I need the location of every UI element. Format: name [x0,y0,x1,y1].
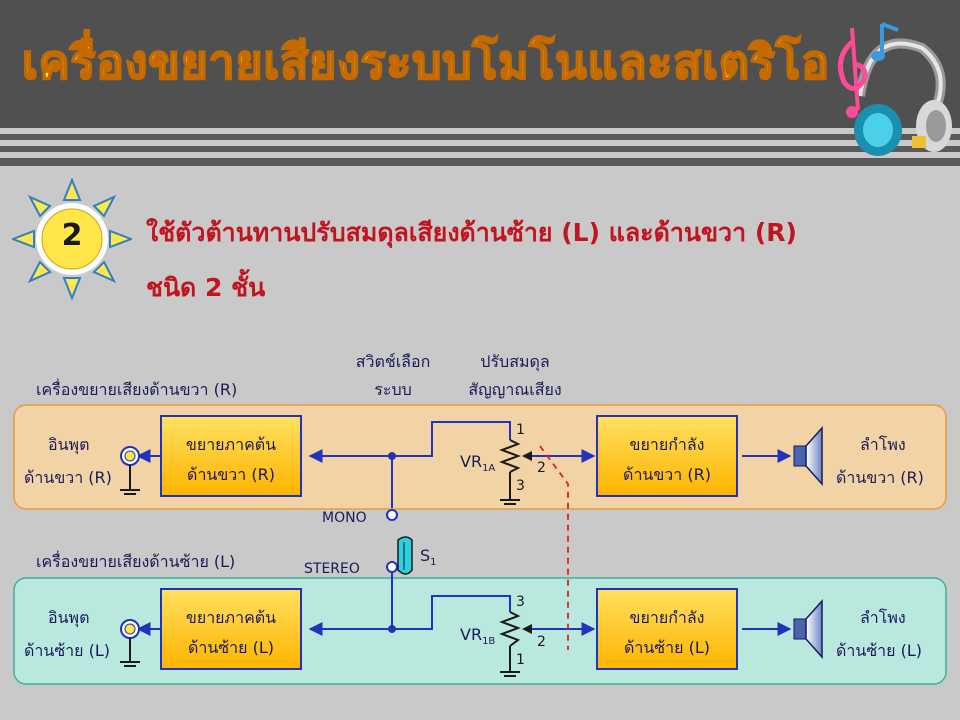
input-jack-icon [120,619,140,667]
right-speaker-label-2: ด้านขวา (R) [836,468,924,487]
right-preamp-block: ขยายภาคต้น ด้านขวา (R) [160,415,302,497]
right-vr-pin-top: 1 [516,422,525,438]
headphones-icon [837,22,952,156]
music-note-icon [837,22,899,118]
mono-label: MONO [322,510,367,526]
potentiometer-icon [499,439,521,505]
gang-link [539,445,569,650]
right-power-label-1: ขยายกำลัง [629,435,705,454]
switch-s1-icon [397,536,413,575]
heading-line-1: ใช้ตัวต้านทานปรับสมดุลเสียงด้านซ้าย (L) … [146,218,797,247]
left-vr-pin-bottom: 1 [516,652,525,668]
header-stripe [0,134,960,140]
left-vr-pin-top: 3 [516,594,525,610]
left-preamp-block: ขยายภาคต้น ด้านซ้าย (L) [160,588,302,670]
speaker-icon [793,426,823,486]
left-panel-label: เครื่องขยายเสียงด้านซ้าย (L) [36,552,236,571]
input-jack-icon [120,446,140,495]
switch-s1-label: S1 [420,546,437,569]
right-power-amp-block: ขยายกำลัง ด้านขวา (R) [596,415,738,497]
switch-label-2: ระบบ [374,380,412,399]
stereo-label: STEREO [304,561,360,577]
heading-line-2: ชนิด 2 ชั้น [146,273,266,302]
sun-badge-icon [12,178,132,300]
slide-title: เครื่องขยายเสียงระบบโมโนและสเตริโอ [21,34,830,90]
right-preamp-label-1: ขยายภาคต้น [185,435,277,454]
left-power-label-2: ด้านซ้าย (L) [623,638,710,657]
header-stripe [0,158,960,166]
right-vr-label: VR1A [460,452,496,475]
right-power-label-2: ด้านขวา (R) [623,465,711,484]
switch-label-1: สวิตช์เลือก [355,352,431,371]
right-vr-pin-bottom: 3 [516,478,525,494]
right-speaker-label-1: ลำโพง [860,435,906,454]
left-preamp-label-1: ขยายภาคต้น [185,608,277,627]
left-preamp-label-2: ด้านซ้าย (L) [187,638,274,657]
left-input-label-2: ด้านซ้าย (L) [24,641,111,660]
left-input-label-1: อินพุต [48,608,90,627]
right-panel-label: เครื่องขยายเสียงด้านขวา (R) [36,380,238,399]
section-number: 2 [61,218,83,253]
right-input-label-1: อินพุต [48,435,90,454]
left-speaker-label-1: ลำโพง [860,608,906,627]
left-vr-label: VR1B [460,625,496,648]
balance-label-2: สัญญาณเสียง [468,380,562,399]
mono-contact [386,509,398,521]
left-vr-pin-wiper: 2 [537,634,546,650]
left-power-amp-block: ขยายกำลัง ด้านซ้าย (L) [596,588,738,670]
right-preamp-label-2: ด้านขวา (R) [187,465,275,484]
header-stripe [0,146,960,152]
balance-label-1: ปรับสมดุล [480,352,550,371]
stereo-contact [386,561,398,573]
right-input-label-2: ด้านขวา (R) [24,468,112,487]
potentiometer-icon [499,611,521,677]
speaker-icon [793,599,823,659]
left-speaker-label-2: ด้านซ้าย (L) [836,641,923,660]
right-vr-pin-wiper: 2 [537,460,546,476]
left-power-label-1: ขยายกำลัง [629,608,705,627]
header-band [0,0,960,128]
